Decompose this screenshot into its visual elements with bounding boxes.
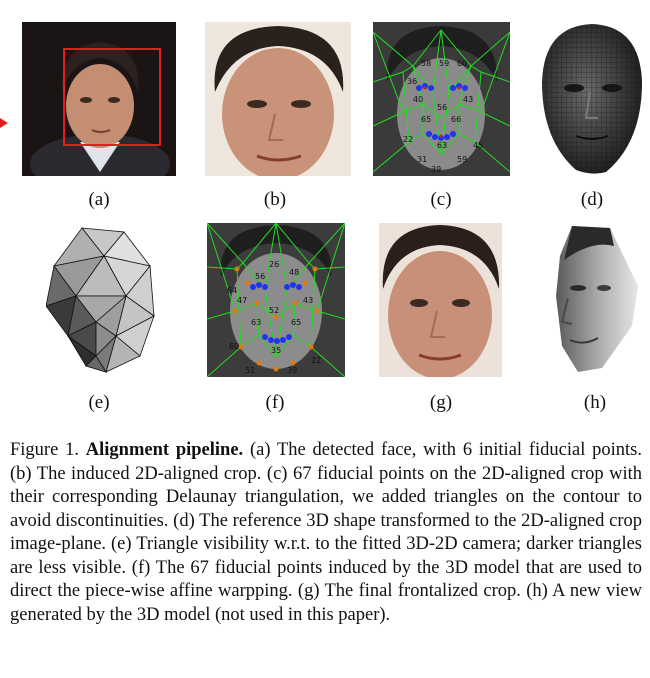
- svg-text:31: 31: [417, 155, 427, 164]
- svg-text:59: 59: [439, 59, 449, 68]
- panel-c-label: (c): [430, 189, 452, 210]
- detection-box: [63, 48, 161, 146]
- svg-text:56: 56: [255, 272, 265, 281]
- panel-e-label: (e): [88, 392, 110, 413]
- panel-c-image: 58 59 60 36 43 40 56 65 66 63 31 45 22 3…: [373, 22, 510, 176]
- svg-text:43: 43: [303, 296, 313, 305]
- svg-text:22: 22: [403, 135, 413, 144]
- arrow-marker: [0, 118, 8, 128]
- svg-text:56: 56: [437, 103, 447, 112]
- panel-f-label: (f): [265, 392, 285, 413]
- svg-text:26: 26: [269, 260, 279, 269]
- caption-text: (a) The detected face, with 6 initial fi…: [10, 440, 642, 625]
- figure-caption: Figure 1. Alignment pipeline. (a) The de…: [10, 439, 642, 627]
- svg-text:65: 65: [291, 318, 301, 327]
- svg-text:63: 63: [437, 141, 447, 150]
- panel-d-label: (d): [580, 189, 604, 210]
- svg-text:35: 35: [271, 346, 281, 355]
- svg-text:64: 64: [227, 286, 237, 295]
- panel-g-image: [379, 223, 502, 377]
- svg-text:66: 66: [451, 115, 461, 124]
- svg-text:60: 60: [229, 342, 239, 351]
- svg-text:39: 39: [431, 165, 441, 174]
- svg-text:52: 52: [269, 306, 279, 315]
- svg-text:39: 39: [287, 366, 297, 375]
- svg-text:58: 58: [421, 59, 431, 68]
- caption-figure-label: Figure 1.: [10, 440, 79, 460]
- panel-a-label: (a): [88, 189, 110, 210]
- caption-title: Alignment pipeline.: [85, 440, 244, 460]
- svg-text:40: 40: [413, 95, 423, 104]
- panel-d-image: [536, 22, 648, 176]
- svg-text:60: 60: [457, 59, 467, 68]
- svg-text:47: 47: [237, 296, 247, 305]
- svg-text:65: 65: [421, 115, 431, 124]
- panel-b-label: (b): [263, 189, 287, 210]
- panel-a-image: [0, 22, 176, 176]
- svg-text:36: 36: [407, 77, 417, 86]
- panel-h-image: [552, 226, 642, 372]
- svg-text:63: 63: [251, 318, 261, 327]
- panel-h-label: (h): [583, 392, 607, 413]
- svg-text:45: 45: [473, 141, 483, 150]
- panel-f-image: 26 64 56 48 43 47 52 63 65 35 51 22 60 3…: [207, 223, 345, 377]
- panel-e-image: [46, 226, 158, 376]
- svg-text:43: 43: [463, 95, 473, 104]
- svg-text:22: 22: [311, 356, 321, 365]
- svg-text:48: 48: [289, 268, 299, 277]
- svg-text:51: 51: [245, 366, 255, 375]
- svg-text:59: 59: [457, 155, 467, 164]
- panel-b-image: [205, 22, 351, 176]
- panel-g-label: (g): [429, 392, 453, 413]
